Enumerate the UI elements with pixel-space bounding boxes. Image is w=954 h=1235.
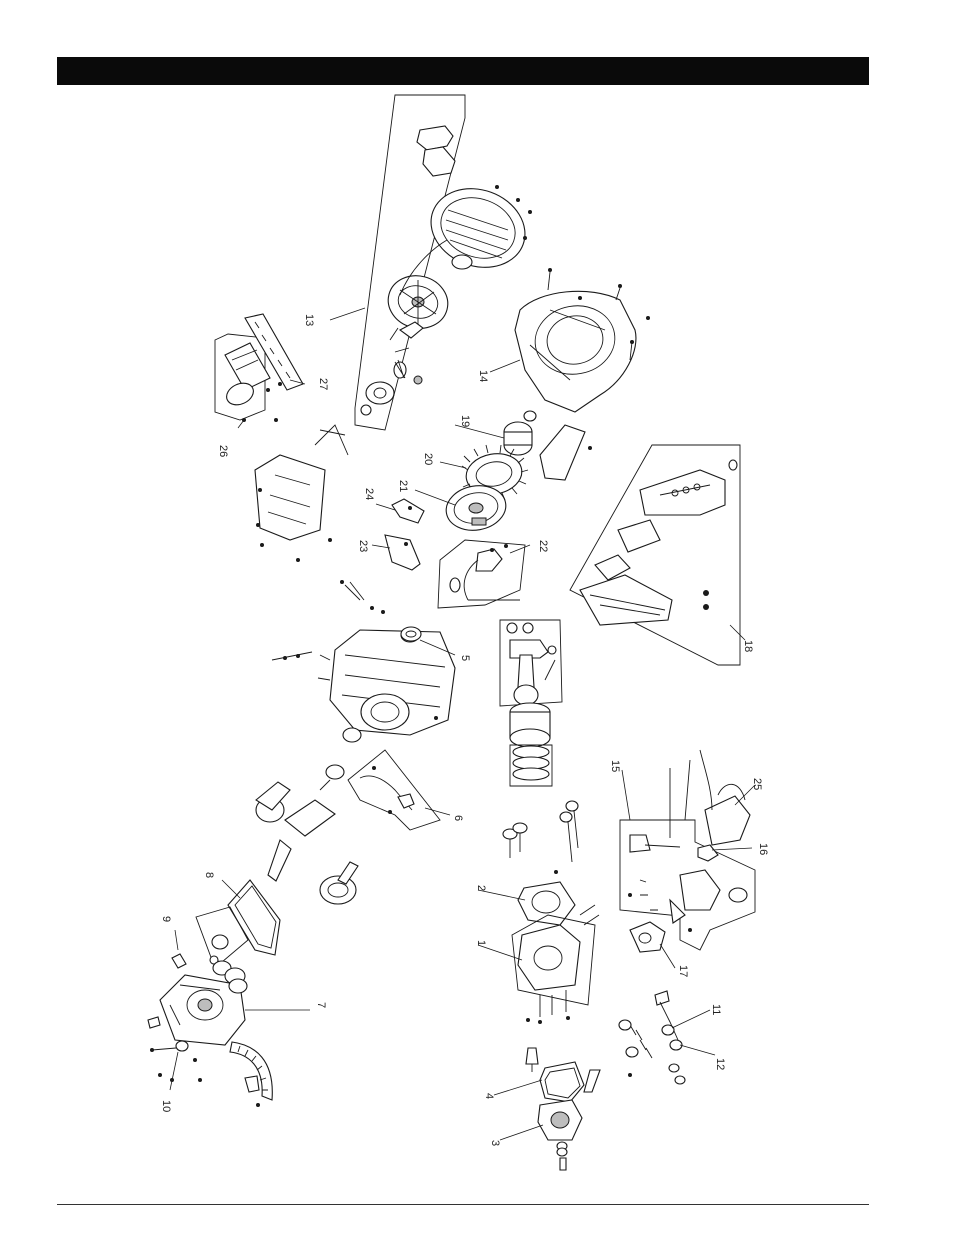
callout-2: 2: [475, 885, 487, 891]
callout-5: 5: [459, 655, 471, 661]
callout-numbers: 1 2 3 4 5 6 7 8 9 10 11 12 13 14 15 16 1…: [160, 314, 769, 1146]
footer-rule: [57, 1204, 869, 1205]
callout-23: 23: [357, 540, 369, 552]
engine-block: [271, 580, 456, 743]
band: [229, 1041, 273, 1107]
callout-17: 17: [677, 965, 689, 977]
callout-24: 24: [363, 488, 375, 500]
callout-11: 11: [710, 1004, 722, 1015]
control-bracket: [254, 424, 349, 562]
valve-cover-gasket-4: [539, 1061, 585, 1103]
callout-6: 6: [452, 815, 464, 821]
ignition-coil-group: [437, 539, 526, 609]
recoil-starter-group: [354, 94, 532, 431]
callout-12: 12: [714, 1058, 726, 1070]
oil-seal-5: [400, 626, 422, 642]
cylinder-head-group: [511, 904, 600, 1024]
gasket-8: [227, 879, 281, 956]
callout-15: 15: [609, 760, 621, 772]
air-cleaner-group: [569, 444, 741, 666]
carburetor-group: [619, 759, 756, 951]
crankshaft-assembly: [255, 779, 359, 905]
callout-20: 20: [422, 453, 434, 465]
blower-housing: [514, 268, 650, 481]
brackets-23-24: [384, 498, 425, 571]
callout-27: 27: [317, 378, 329, 390]
valve-cover-3: [537, 1099, 583, 1171]
rocker-parts: [618, 990, 686, 1085]
callout-4: 4: [483, 1093, 495, 1099]
leader-lines: [169, 307, 756, 1141]
bearing: [325, 764, 345, 780]
callout-22: 22: [537, 540, 549, 552]
callout-13: 13: [303, 314, 315, 326]
callout-9: 9: [160, 916, 172, 922]
callout-21: 21: [397, 480, 409, 492]
callout-26: 26: [217, 445, 229, 457]
spark-plug: [525, 1047, 601, 1093]
valves: [502, 800, 579, 863]
head-gasket-2: [517, 870, 576, 926]
callout-14: 14: [477, 370, 489, 382]
crankcase-cover-7: [159, 974, 248, 1046]
callout-1: 1: [475, 940, 487, 946]
callout-16: 16: [757, 843, 769, 855]
header-bar: [57, 57, 869, 85]
drain-plug-10: [147, 1016, 202, 1082]
callout-3: 3: [489, 1140, 501, 1146]
piston-rod-group: [499, 619, 563, 748]
callout-10: 10: [160, 1100, 172, 1112]
carb-body-17: [629, 921, 666, 953]
flywheel-assembly: [445, 410, 537, 531]
piston-rings-group: [509, 744, 553, 787]
gasket-16: [697, 844, 719, 862]
fuel-part-25: [699, 749, 751, 846]
callout-18: 18: [742, 640, 754, 652]
callout-7: 7: [315, 1002, 327, 1008]
electric-starter-group: [214, 313, 304, 422]
callout-8: 8: [203, 872, 215, 878]
callout-25: 25: [751, 778, 763, 790]
bearing-group-9: [171, 906, 249, 985]
callout-19: 19: [459, 415, 471, 427]
governor-group: [347, 749, 441, 831]
